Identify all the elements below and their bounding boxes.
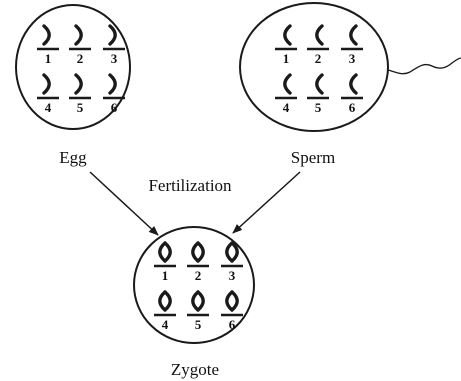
zygote-chromosome-3-maternal bbox=[232, 243, 237, 261]
zygote-chromosomes: 1 2 3 4 5 6 bbox=[154, 243, 243, 332]
zygote-chromosome-5-maternal bbox=[198, 292, 203, 310]
egg-cell: 1 2 3 4 5 6 bbox=[16, 5, 130, 129]
sperm-tail bbox=[388, 58, 461, 74]
zygote-chromosome-4-paternal bbox=[160, 292, 165, 310]
zygote-chromosome-number-2: 2 bbox=[195, 268, 202, 283]
zygote-chromosome-1-maternal bbox=[165, 243, 170, 261]
sperm-chromosome-6 bbox=[351, 75, 356, 93]
zygote-chromosome-2-paternal bbox=[193, 243, 198, 261]
egg-chromosome-number-1: 1 bbox=[45, 51, 52, 66]
zygote-chromosome-1-paternal bbox=[160, 243, 165, 261]
zygote-chromosome-number-6: 6 bbox=[229, 317, 236, 332]
zygote-chromosome-2-maternal bbox=[198, 243, 203, 261]
egg-chromosome-3 bbox=[110, 26, 115, 44]
egg-label: Egg bbox=[59, 148, 87, 167]
sperm-chromosome-number-3: 3 bbox=[349, 51, 356, 66]
zygote-chromosome-number-4: 4 bbox=[162, 317, 169, 332]
egg-chromosome-2 bbox=[76, 26, 81, 44]
sperm-chromosome-number-5: 5 bbox=[315, 100, 322, 115]
sperm-chromosome-1 bbox=[285, 26, 290, 44]
sperm-cell: 1 2 3 4 5 6 bbox=[240, 3, 461, 131]
sperm-chromosome-number-1: 1 bbox=[283, 51, 290, 66]
egg-chromosome-number-4: 4 bbox=[45, 100, 52, 115]
sperm-chromosome-4 bbox=[285, 75, 290, 93]
zygote-chromosome-number-3: 3 bbox=[229, 268, 236, 283]
egg-chromosome-6 bbox=[110, 75, 115, 93]
zygote-cell: 1 2 3 4 5 6 bbox=[134, 227, 254, 343]
fertilization-label: Fertilization bbox=[148, 176, 232, 195]
egg-chromosome-5 bbox=[76, 75, 81, 93]
egg-chromosome-number-2: 2 bbox=[77, 51, 84, 66]
egg-chromosomes: 1 2 3 4 5 6 bbox=[37, 26, 125, 115]
zygote-chromosome-number-1: 1 bbox=[162, 268, 169, 283]
zygote-chromosome-5-paternal bbox=[193, 292, 198, 310]
sperm-label: Sperm bbox=[291, 148, 335, 167]
sperm-chromosome-number-6: 6 bbox=[349, 100, 356, 115]
sperm-chromosome-number-2: 2 bbox=[315, 51, 322, 66]
egg-chromosome-number-6: 6 bbox=[111, 100, 118, 115]
egg-chromosome-number-3: 3 bbox=[111, 51, 118, 66]
sperm-chromosome-number-4: 4 bbox=[283, 100, 290, 115]
sperm-chromosomes: 1 2 3 4 5 6 bbox=[275, 26, 363, 115]
sperm-to-zygote-arrow bbox=[233, 172, 300, 233]
zygote-chromosome-3-paternal bbox=[227, 243, 232, 261]
zygote-chromosome-4-maternal bbox=[165, 292, 170, 310]
sperm-chromosome-5 bbox=[317, 75, 322, 93]
zygote-chromosome-6-paternal bbox=[227, 292, 232, 310]
egg-chromosome-1 bbox=[44, 26, 49, 44]
sperm-chromosome-2 bbox=[317, 26, 322, 44]
zygote-label: Zygote bbox=[171, 360, 219, 379]
zygote-chromosome-6-maternal bbox=[232, 292, 237, 310]
egg-chromosome-number-5: 5 bbox=[77, 100, 84, 115]
zygote-chromosome-number-5: 5 bbox=[195, 317, 202, 332]
sperm-chromosome-3 bbox=[351, 26, 356, 44]
egg-chromosome-4 bbox=[44, 75, 49, 93]
